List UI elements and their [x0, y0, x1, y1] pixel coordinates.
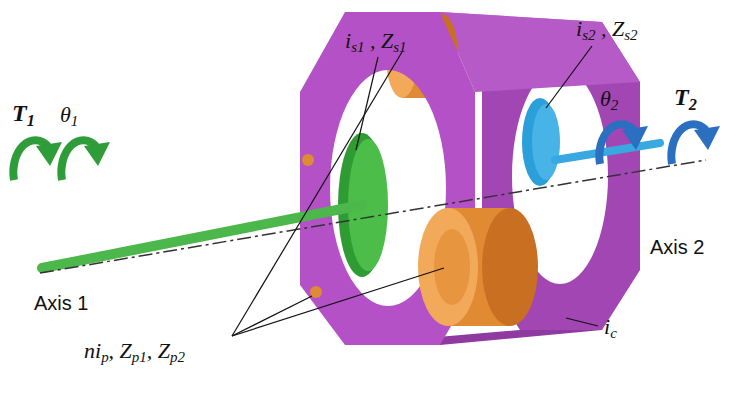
planet-bottom-face [418, 208, 478, 326]
subscript: p [101, 349, 108, 365]
subscript: p2 [170, 349, 185, 365]
subscript: 1 [27, 111, 35, 130]
shaft-2 [555, 143, 660, 160]
subscript: 2 [689, 95, 697, 114]
leader-line [232, 268, 444, 336]
arrow-head [622, 126, 648, 150]
leader-line [356, 57, 378, 150]
leader-line [566, 318, 598, 326]
angle-label: θ1 [60, 102, 78, 128]
planet-bottom-step [434, 229, 470, 305]
subscript: s2 [582, 27, 595, 43]
arrow-head [84, 142, 110, 166]
subscript: 2 [611, 97, 618, 113]
leader-line [232, 296, 312, 336]
leader-line [546, 46, 592, 108]
shaft-1 [42, 205, 362, 268]
carrier-label: ic [604, 314, 617, 340]
subscript: s1 [393, 39, 406, 55]
gear-label: is2 , Zs2 [576, 16, 637, 42]
subscript: c [610, 325, 617, 341]
leader-line [232, 52, 402, 336]
axis-line [40, 160, 706, 273]
planet-bottom-end [482, 208, 538, 326]
torque-label: T1 [12, 100, 35, 127]
torque-label: T2 [674, 84, 697, 111]
angle-label: θ2 [600, 86, 618, 112]
subscript: p1 [132, 349, 147, 365]
subscript: s2 [624, 27, 637, 43]
sun-gear-2-face [532, 104, 560, 180]
gear-label: nip, Zp1, Zp2 [84, 338, 185, 364]
pin [302, 154, 314, 166]
top-side [440, 12, 640, 92]
arrow-head [36, 142, 62, 166]
arrow-head [694, 126, 720, 150]
axis-label: Axis 2 [650, 236, 704, 259]
axis-label: Axis 1 [34, 292, 88, 315]
subscript: s1 [351, 39, 364, 55]
subscript: 1 [71, 113, 78, 129]
gear-label: is1 , Zs1 [345, 28, 406, 54]
